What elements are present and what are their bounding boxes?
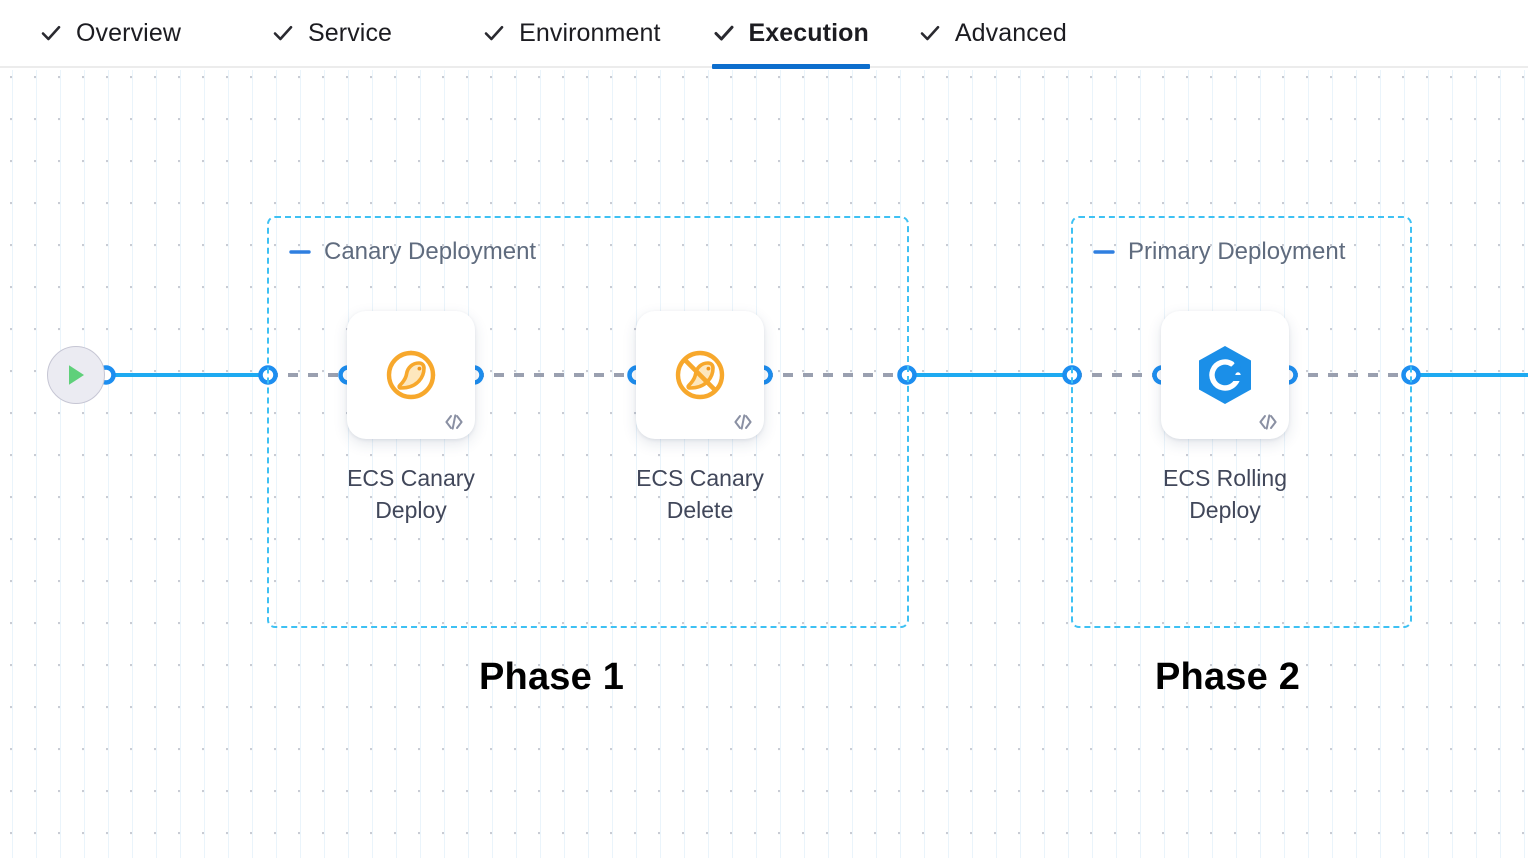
tab-execution[interactable]: Execution bbox=[711, 0, 871, 69]
canary-bird-icon bbox=[347, 311, 475, 439]
group-primary-deployment[interactable]: Primary Deployment bbox=[1071, 216, 1412, 628]
tab-label: Overview bbox=[76, 18, 181, 47]
group-title: Canary Deployment bbox=[324, 238, 537, 265]
check-icon bbox=[483, 22, 505, 44]
tab-service[interactable]: Service bbox=[272, 0, 392, 67]
check-icon bbox=[40, 22, 62, 44]
tab-label: Service bbox=[308, 18, 393, 47]
tab-label: Execution bbox=[748, 18, 869, 47]
canary-bird-slash-icon bbox=[636, 311, 764, 439]
code-icon bbox=[1257, 411, 1279, 433]
pipeline-canvas[interactable]: Canary Deployment Primary Deployment bbox=[0, 70, 1528, 858]
code-icon bbox=[732, 411, 754, 433]
tab-overview[interactable]: Overview bbox=[40, 0, 181, 67]
node-label: ECS Canary Delete bbox=[636, 465, 764, 523]
group-canary-deployment[interactable]: Canary Deployment bbox=[267, 216, 909, 628]
node-label: ECS Canary Deploy bbox=[347, 465, 475, 523]
wizard-tab-bar: Overview Service Environment Execution A bbox=[0, 0, 1528, 69]
tab-environment[interactable]: Environment bbox=[483, 0, 660, 67]
minus-icon[interactable] bbox=[289, 241, 311, 263]
check-icon bbox=[919, 22, 941, 44]
node-ecs-canary-deploy[interactable]: ECS Canary Deploy bbox=[347, 311, 475, 523]
group-header: Primary Deployment bbox=[1093, 240, 1345, 264]
node-ecs-canary-delete[interactable]: ECS Canary Delete bbox=[636, 311, 764, 523]
ecs-rolling-hexagon-icon bbox=[1161, 311, 1289, 439]
check-icon bbox=[713, 22, 735, 44]
tab-advanced[interactable]: Advanced bbox=[919, 0, 1067, 67]
tab-label: Environment bbox=[519, 18, 661, 47]
node-label: ECS Rolling Deploy bbox=[1163, 465, 1287, 523]
group-header: Canary Deployment bbox=[289, 240, 536, 264]
phase-1-annotation: Phase 1 bbox=[479, 656, 625, 698]
play-icon bbox=[64, 362, 88, 388]
check-icon bbox=[272, 22, 294, 44]
tab-label: Advanced bbox=[954, 18, 1067, 47]
node-ecs-rolling-deploy[interactable]: ECS Rolling Deploy bbox=[1161, 311, 1289, 523]
pipeline-start-node[interactable] bbox=[47, 346, 105, 404]
minus-icon[interactable] bbox=[1093, 241, 1115, 263]
group-title: Primary Deployment bbox=[1128, 238, 1346, 265]
code-icon bbox=[443, 411, 465, 433]
phase-2-annotation: Phase 2 bbox=[1155, 656, 1301, 698]
